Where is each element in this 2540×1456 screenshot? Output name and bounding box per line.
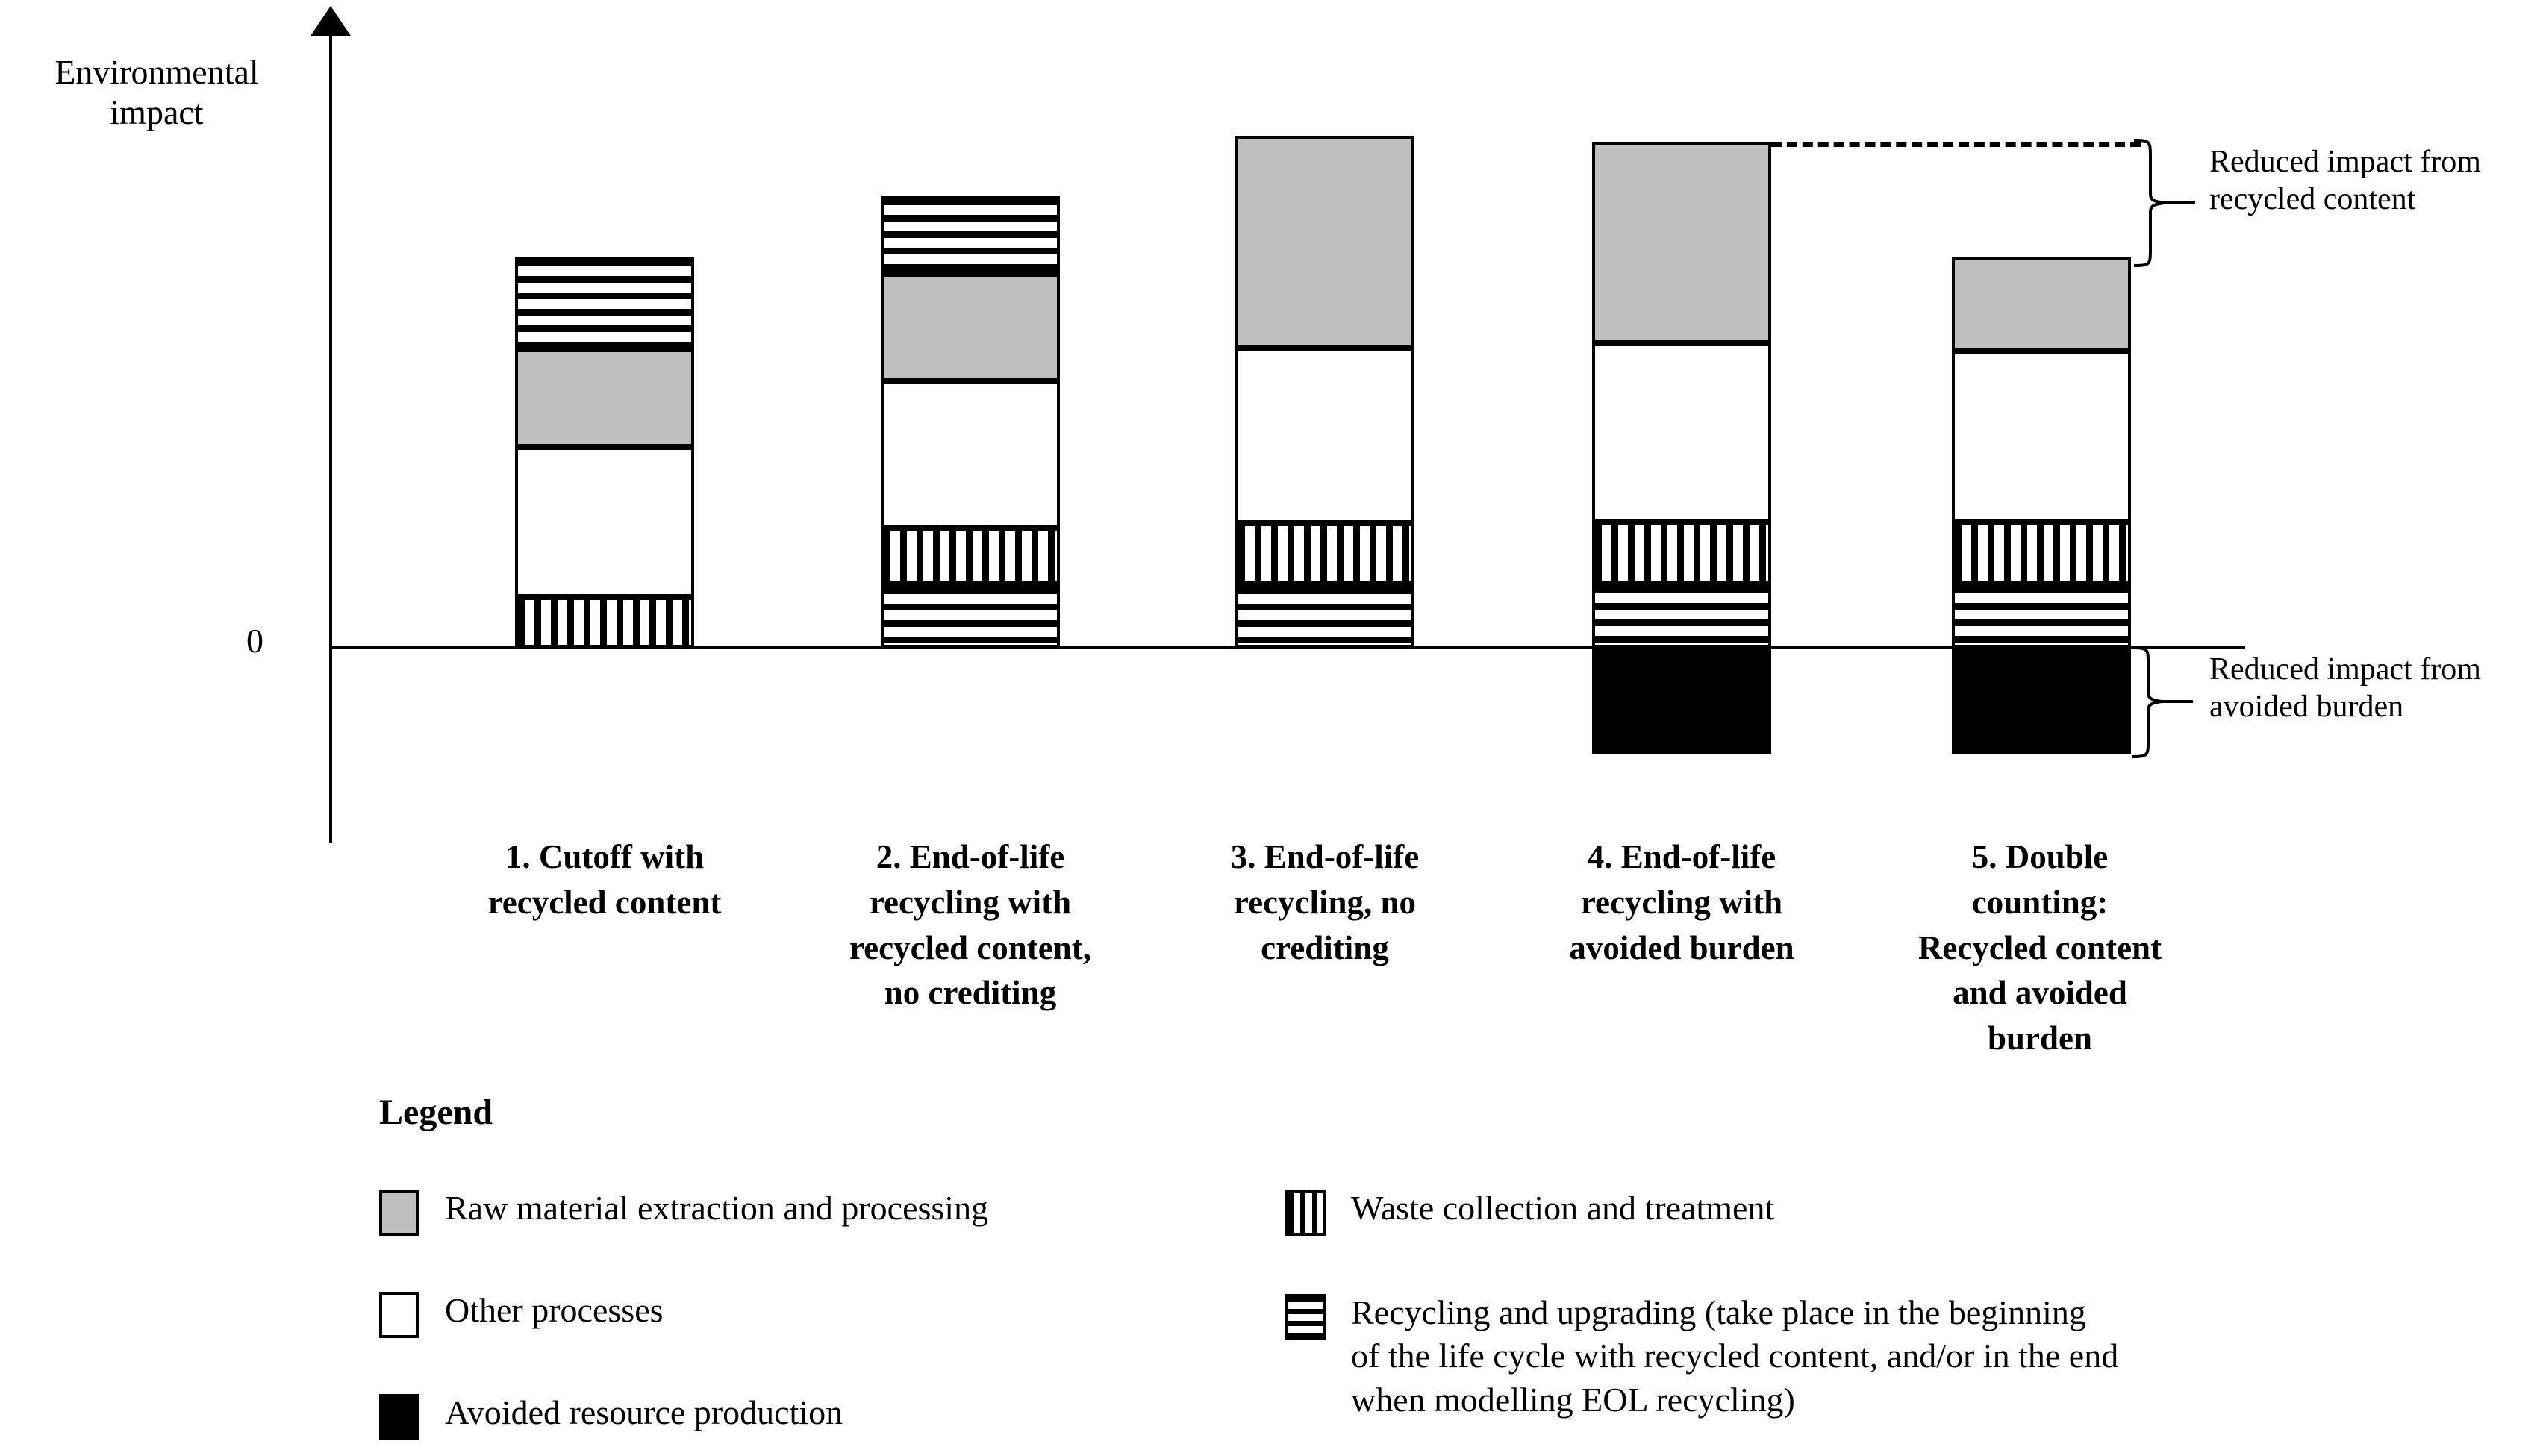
bar-1-seg-waste-collection [515,597,694,648]
category-label-3: 3. End-of-life recycling, no crediting [1230,838,1420,966]
legend-label-raw-material: Raw material extraction and processing [445,1189,989,1227]
bar-3-seg-recycling-end [1235,584,1414,648]
zero-baseline [331,646,2245,649]
legend-label-recycling-upgrading: Recycling and upgrading (take place in t… [1351,1293,2119,1419]
bar-1[interactable] [515,257,694,648]
annotation-reduced-avoided-burden: Reduced impact from avoided burden [2209,652,2481,725]
bar-5[interactable] [1952,257,2131,754]
bar-4-seg-raw-material [1592,142,1771,343]
legend-item-avoided-resource: Avoided resource production [379,1391,843,1440]
bar-5-seg-recycling-end [1952,584,2131,648]
bar-3-seg-raw-material [1235,136,1414,348]
bar-2-seg-recycling-end [881,584,1060,648]
legend-swatch-waste-collection [1285,1190,1326,1236]
annotation-reduced-recycled-content: Reduced impact from recycled content [2209,145,2481,217]
bar-4-seg-waste-collection [1592,522,1771,584]
bar-1-seg-other-processes [515,447,694,597]
bar-5-seg-avoided-resource [1952,648,2131,754]
category-label-1: 1. Cutoff with recycled content [487,838,722,921]
bar-1-seg-raw-material [515,349,694,447]
bar-5-seg-raw-material [1952,257,2131,351]
legend-swatch-recycling-upgrading [1285,1294,1326,1340]
y-axis-arrow-icon [311,6,351,36]
reference-dashed-line [1771,142,2141,147]
bar-2-seg-recycling-begin [881,196,1060,274]
bar-3-seg-waste-collection [1235,523,1414,584]
bar-5-seg-other-processes [1952,351,2131,522]
bar-1-seg-recycling-begin [515,257,694,349]
bottom-brace-icon [2131,646,2193,758]
bar-2-seg-other-processes [881,381,1060,528]
bar-2-seg-raw-material [881,274,1060,381]
legend-item-other-processes: Other processes [379,1289,664,1338]
legend-label-avoided-resource: Avoided resource production [445,1393,843,1431]
bar-4[interactable] [1592,142,1771,754]
legend-label-other-processes: Other processes [445,1291,664,1329]
legend-item-waste-collection: Waste collection and treatment [1285,1187,1774,1236]
bar-4-seg-other-processes [1592,343,1771,522]
category-label-2: 2. End-of-life recycling with recycled c… [849,838,1092,1012]
top-brace-icon [2133,139,2195,267]
bar-4-seg-avoided-resource [1592,648,1771,754]
bar-3-seg-other-processes [1235,348,1414,523]
y-axis-line [329,22,332,843]
legend-title: Legend [379,1093,493,1132]
bar-2-seg-waste-collection [881,528,1060,584]
y-axis-label: Environmental impact [54,53,259,132]
bar-4-seg-recycling-end [1592,584,1771,648]
legend-item-raw-material: Raw material extraction and processing [379,1187,988,1236]
legend-swatch-raw-material [379,1190,419,1236]
bar-5-seg-waste-collection [1952,522,2131,584]
legend-label-waste-collection: Waste collection and treatment [1351,1189,1775,1227]
category-label-5: 5. Double counting: Recycled content and… [1918,838,2162,1057]
bar-3[interactable] [1235,136,1414,648]
y-axis-zero-tick: 0 [246,622,263,660]
bar-2[interactable] [881,196,1060,648]
legend-swatch-other-processes [379,1292,419,1338]
legend-item-recycling-upgrading: Recycling and upgrading (take place in t… [1285,1291,2118,1422]
category-label-4: 4. End-of-life recycling with avoided bu… [1569,838,1794,966]
legend-swatch-avoided-resource [379,1394,419,1440]
